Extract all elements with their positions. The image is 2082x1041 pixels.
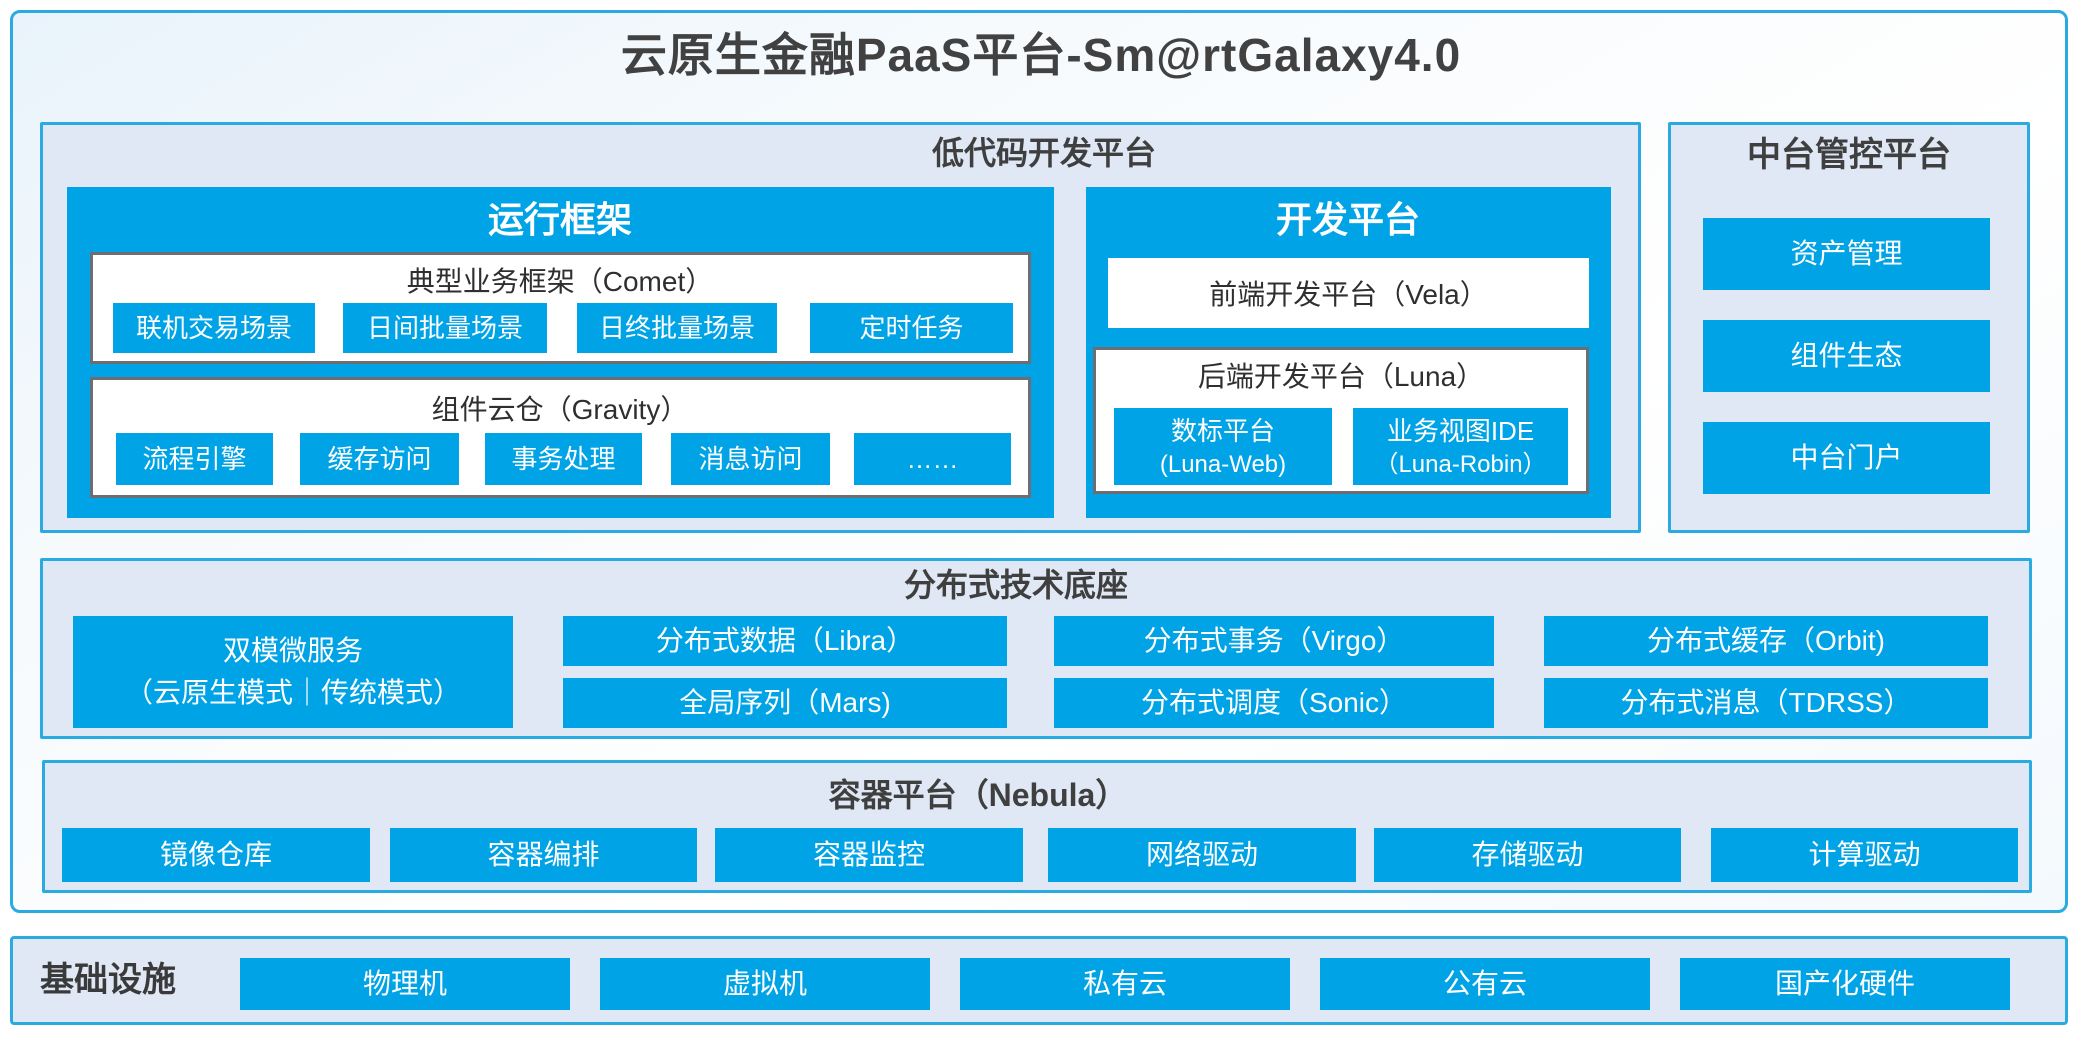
- dual-mode-line1: 双模微服务: [222, 635, 363, 666]
- luna-chip-line2: (Luna-Web): [1159, 450, 1287, 478]
- luna-chip: 数标平台 (Luna-Web): [1114, 408, 1332, 485]
- container-platform-panel: [42, 760, 2032, 893]
- run-frame-title: 运行框架: [487, 199, 633, 240]
- distributed-item: 分布式调度（Sonic）: [1054, 678, 1494, 728]
- lowcode-title: 低代码开发平台: [931, 135, 1157, 171]
- distributed-title: 分布式技术底座: [903, 567, 1129, 603]
- container-item: 镜像仓库: [62, 828, 370, 882]
- midplatform-item: 组件生态: [1703, 320, 1990, 392]
- infrastructure-item: 国产化硬件: [1680, 958, 2010, 1010]
- comet-chip: 日间批量场景: [343, 303, 547, 353]
- comet-chip: 定时任务: [810, 303, 1013, 353]
- distributed-item: 全局序列（Mars): [563, 678, 1007, 728]
- luna-chip-line1: 数标平台: [1170, 415, 1275, 446]
- distributed-item: 分布式缓存（Orbit): [1544, 616, 1988, 666]
- main-title: 云原生金融PaaS平台-Sm@rtGalaxy4.0: [620, 29, 1462, 81]
- container-item: 容器编排: [390, 828, 697, 882]
- distributed-item: 分布式数据（Libra）: [563, 616, 1007, 666]
- luna-chip-line1: 业务视图IDE: [1386, 415, 1535, 446]
- luna-chip: 业务视图IDE （Luna-Robin）: [1353, 408, 1568, 485]
- midplatform-item: 资产管理: [1703, 218, 1990, 290]
- gravity-title: 组件云仓（Gravity）: [431, 394, 689, 425]
- infrastructure-item: 公有云: [1320, 958, 1650, 1010]
- container-item: 存储驱动: [1374, 828, 1681, 882]
- infrastructure-item: 物理机: [240, 958, 570, 1010]
- luna-title: 后端开发平台（Luna）: [1197, 361, 1485, 392]
- gravity-chip: 流程引擎: [116, 433, 273, 485]
- dual-mode-microservice-box: 双模微服务 （云原生模式｜传统模式）: [73, 616, 513, 728]
- dual-mode-line2: （云原生模式｜传统模式）: [124, 677, 461, 708]
- comet-title: 典型业务框架（Comet）: [406, 266, 714, 297]
- dev-platform-title: 开发平台: [1275, 199, 1421, 240]
- distributed-item: 分布式事务（Virgo）: [1054, 616, 1494, 666]
- infrastructure-title: 基础设施: [40, 961, 176, 999]
- comet-chip: 日终批量场景: [577, 303, 777, 353]
- midplatform-item: 中台门户: [1703, 422, 1990, 494]
- vela-box: 前端开发平台（Vela）: [1108, 258, 1589, 328]
- infrastructure-item: 虚拟机: [600, 958, 930, 1010]
- container-item: 计算驱动: [1711, 828, 2018, 882]
- container-item: 容器监控: [715, 828, 1023, 882]
- distributed-item: 分布式消息（TDRSS）: [1544, 678, 1988, 728]
- midplatform-title: 中台管控平台: [1747, 136, 1951, 174]
- gravity-chip: 事务处理: [485, 433, 642, 485]
- comet-chip: 联机交易场景: [113, 303, 315, 353]
- container-platform-title: 容器平台（Nebula）: [828, 777, 1128, 813]
- gravity-chip: 消息访问: [671, 433, 830, 485]
- container-item: 网络驱动: [1048, 828, 1356, 882]
- luna-chip-line2: （Luna-Robin）: [1374, 450, 1547, 478]
- gravity-chip: ……: [854, 433, 1011, 485]
- gravity-chip: 缓存访问: [300, 433, 459, 485]
- infrastructure-item: 私有云: [960, 958, 1290, 1010]
